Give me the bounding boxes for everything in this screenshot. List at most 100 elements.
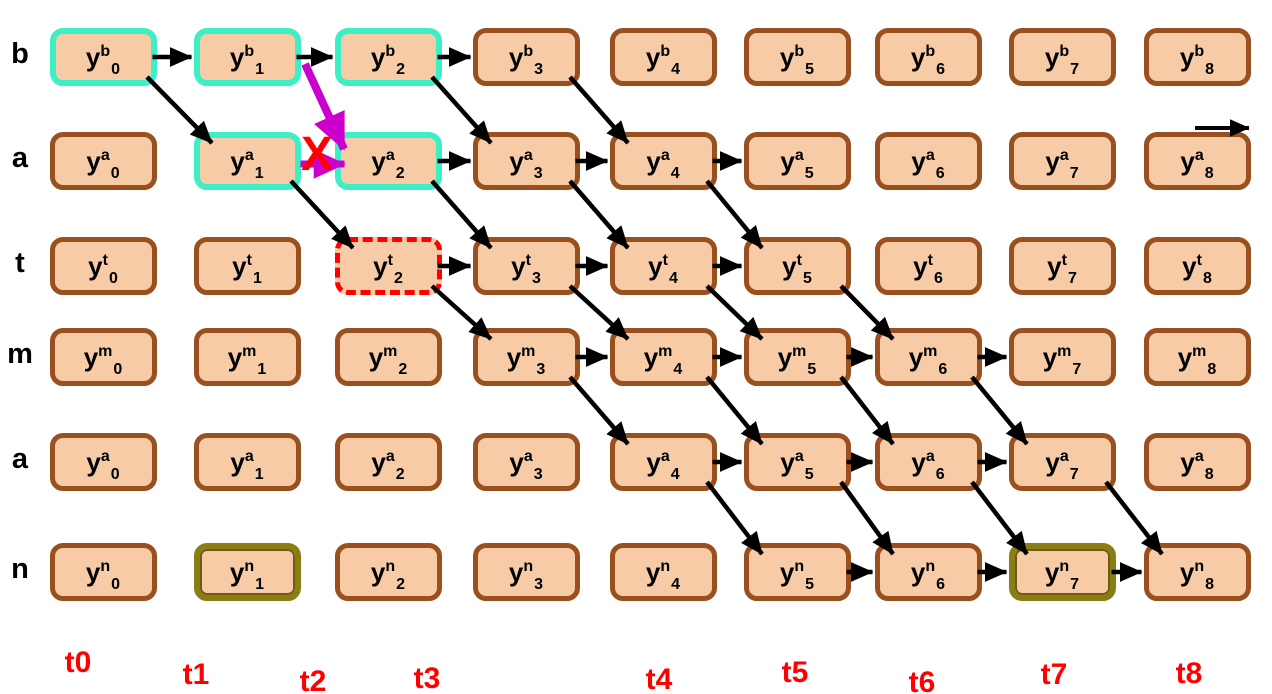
node-y-a4-2: ya2 (334, 433, 442, 491)
node-y-a4-7: ya7 (1008, 433, 1116, 491)
node-text: yt8 (1182, 251, 1212, 287)
node-text: ym4 (643, 342, 683, 378)
node-y-a4-1: ya1 (193, 433, 301, 491)
node-y-a1-2: ya2 (334, 132, 442, 190)
node-y-a1-8: ya8 (1143, 132, 1251, 190)
node-text: yb5 (779, 42, 815, 78)
time-label-t6: t6 (908, 666, 936, 694)
node-y-m3-6: ym6 (874, 328, 982, 386)
node-y-t2-6: yt6 (874, 237, 982, 295)
node-text: yb3 (508, 42, 544, 78)
node-text: ym6 (908, 342, 948, 378)
node-text: ya0 (86, 447, 120, 483)
node-y-m3-1: ym1 (193, 328, 301, 386)
node-text: ya3 (509, 447, 543, 483)
node-text: yn6 (910, 557, 946, 593)
row-label-a-1: a (11, 142, 29, 174)
node-y-b0-0: yb0 (49, 28, 157, 86)
node-text: yn7 (1044, 557, 1080, 593)
node-y-t2-0: yt0 (49, 237, 157, 295)
node-y-t2-1: yt1 (193, 237, 301, 295)
row-label-n-5: n (11, 553, 29, 585)
node-text: ya4 (646, 447, 680, 483)
node-y-t2-5: yt5 (743, 237, 851, 295)
node-y-a4-0: ya0 (49, 433, 157, 491)
node-text: ym2 (368, 342, 408, 378)
node-y-a4-8: ya8 (1143, 433, 1251, 491)
node-text: ya2 (371, 447, 405, 483)
node-text: ya2 (371, 146, 405, 182)
node-y-n5-6: yn6 (874, 543, 982, 601)
node-text: ya5 (780, 146, 814, 182)
time-label-t3: t3 (413, 662, 441, 694)
node-y-t2-3: yt3 (472, 237, 580, 295)
node-text: yt3 (511, 251, 541, 287)
node-y-m3-7: ym7 (1008, 328, 1116, 386)
node-y-a4-6: ya6 (874, 433, 982, 491)
node-text: ya1 (230, 146, 264, 182)
node-text: ya7 (1045, 447, 1079, 483)
node-text: yn1 (229, 557, 265, 593)
node-text: yn8 (1179, 557, 1215, 593)
node-y-b0-1: yb1 (193, 28, 301, 86)
node-text: ya4 (646, 146, 680, 182)
node-y-n5-8: yn8 (1143, 543, 1251, 601)
node-text: ya5 (780, 447, 814, 483)
row-label-a-4: a (11, 443, 29, 475)
node-text: yb6 (910, 42, 946, 78)
node-text: yb1 (229, 42, 265, 78)
node-text: yt0 (88, 251, 118, 287)
node-y-n5-2: yn2 (334, 543, 442, 601)
node-y-a1-4: ya4 (609, 132, 717, 190)
node-text: yt2 (373, 251, 403, 287)
node-y-b0-2: yb2 (334, 28, 442, 86)
row-label-b-0: b (11, 38, 29, 70)
node-y-a1-5: ya5 (743, 132, 851, 190)
node-text: ya0 (86, 146, 120, 182)
node-y-t2-8: yt8 (1143, 237, 1251, 295)
time-label-t7: t7 (1040, 658, 1068, 691)
node-y-n5-5: yn5 (743, 543, 851, 601)
node-text: ya8 (1180, 447, 1214, 483)
node-text: ya6 (911, 146, 945, 182)
node-y-n5-4: yn4 (609, 543, 717, 601)
node-text: ya6 (911, 447, 945, 483)
node-text: ym0 (83, 342, 123, 378)
node-y-a4-4: ya4 (609, 433, 717, 491)
node-text: ym8 (1177, 342, 1217, 378)
node-text: yt6 (913, 251, 943, 287)
node-text: yb2 (370, 42, 406, 78)
node-y-a4-3: ya3 (472, 433, 580, 491)
row-label-t-2: t (15, 247, 25, 279)
node-y-a1-6: ya6 (874, 132, 982, 190)
node-y-m3-0: ym0 (49, 328, 157, 386)
node-y-a1-7: ya7 (1008, 132, 1116, 190)
node-text: yn0 (85, 557, 121, 593)
time-label-t4: t4 (645, 663, 673, 694)
time-label-t0: t0 (64, 646, 92, 679)
node-y-a1-0: ya0 (49, 132, 157, 190)
time-label-t1: t1 (182, 658, 210, 691)
node-y-b0-6: yb6 (874, 28, 982, 86)
node-text: yb0 (85, 42, 121, 78)
node-text: yn2 (370, 557, 406, 593)
node-y-n5-1: yn1 (193, 543, 301, 601)
node-y-a1-3: ya3 (472, 132, 580, 190)
node-text: ym1 (227, 342, 267, 378)
node-text: yb8 (1179, 42, 1215, 78)
time-label-t5: t5 (781, 656, 809, 689)
node-y-a1-1: ya1 (193, 132, 301, 190)
time-label-t2: t2 (299, 665, 327, 694)
node-text: ya7 (1045, 146, 1079, 182)
time-label-t8: t8 (1175, 657, 1203, 690)
node-text: yt5 (782, 251, 812, 287)
node-y-n5-0: yn0 (49, 543, 157, 601)
node-y-n5-3: yn3 (472, 543, 580, 601)
node-y-m3-5: ym5 (743, 328, 851, 386)
node-y-a4-5: ya5 (743, 433, 851, 491)
node-y-m3-2: ym2 (334, 328, 442, 386)
node-text: yb7 (1044, 42, 1080, 78)
node-y-t2-7: yt7 (1008, 237, 1116, 295)
node-text: ya1 (230, 447, 264, 483)
